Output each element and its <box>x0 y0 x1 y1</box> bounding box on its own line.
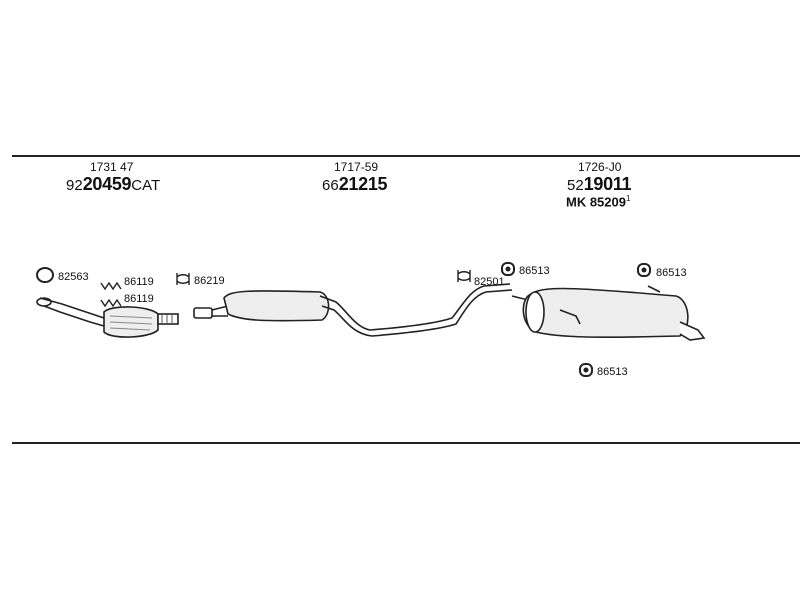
rubber-hanger-icon[interactable] <box>500 261 516 282</box>
hanger-part-number-c[interactable]: 86513 <box>597 366 628 378</box>
front-pipe-catalyst[interactable] <box>36 297 179 338</box>
gasket-part-number[interactable]: 82563 <box>58 271 89 283</box>
clamp-icon[interactable] <box>174 271 192 292</box>
mounting-kit-label[interactable]: MK 852091 <box>566 194 631 210</box>
bottom-rule <box>12 442 800 444</box>
rubber-hanger-icon[interactable] <box>636 262 652 283</box>
bolt-icon[interactable] <box>100 295 122 313</box>
bolt-icon[interactable] <box>100 278 122 296</box>
rear-silencer-part-number[interactable]: 5219011 <box>567 174 632 194</box>
hanger-part-number-a[interactable]: 86513 <box>519 265 550 277</box>
hanger-part-number-b[interactable]: 86513 <box>656 267 687 279</box>
rear-silencer-ref: 1726-J0 <box>578 160 622 174</box>
front-pipe-part-number[interactable]: 9220459CAT <box>66 174 161 194</box>
ring-gasket-icon[interactable] <box>35 266 55 289</box>
top-rule <box>12 155 800 157</box>
rear-silencer[interactable] <box>511 285 706 341</box>
middle-pipe-part-number[interactable]: 6621215 <box>322 174 388 194</box>
bolt-part-number-a[interactable]: 86119 <box>124 276 154 288</box>
clamp-icon[interactable] <box>455 268 473 289</box>
clamp-part-number-a[interactable]: 86219 <box>194 275 225 287</box>
middle-pipe-ref: 1717-59 <box>334 160 379 174</box>
clamp-part-number-b[interactable]: 82501 <box>474 276 505 288</box>
front-pipe-ref: 1731 47 <box>90 160 134 174</box>
bolt-part-number-b[interactable]: 86119 <box>124 293 154 305</box>
rubber-hanger-icon[interactable] <box>578 362 594 383</box>
middle-silencer-pipe[interactable] <box>193 283 513 337</box>
